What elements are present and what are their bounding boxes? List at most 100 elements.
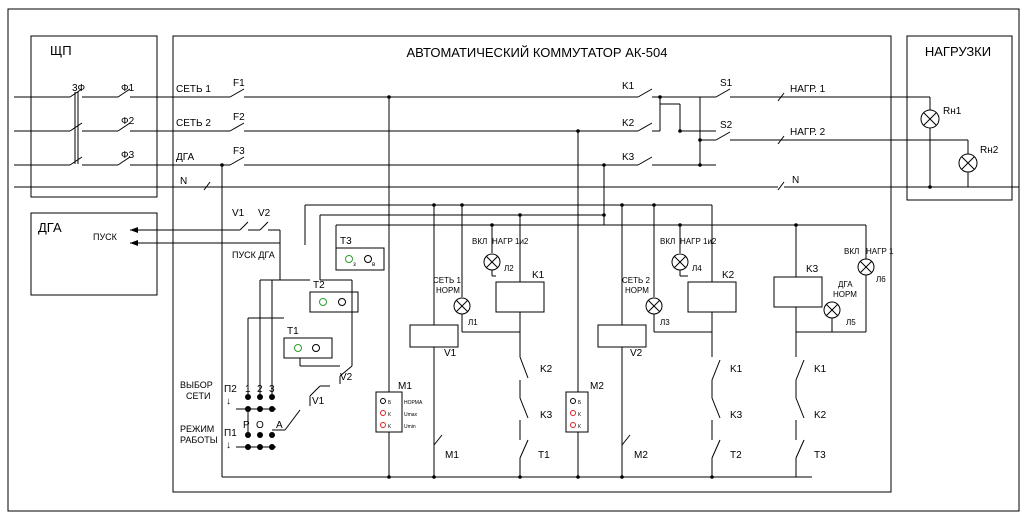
label-m1-umin: Umin: [404, 424, 416, 430]
switch-t3: [795, 439, 812, 478]
label-l2: Л2: [504, 264, 514, 273]
label-v2-top: V2: [258, 208, 271, 219]
label-bot-m1: M1: [445, 450, 459, 461]
line-neutral: [14, 181, 1019, 191]
label-s1: S1: [720, 78, 733, 89]
label-pusk-dga: ПУСК ДГА: [232, 250, 275, 260]
label-v1-top: V1: [232, 208, 245, 219]
outer-frame: [7, 8, 1020, 512]
relay-k3: [773, 276, 823, 357]
label-k1: K1: [622, 81, 635, 92]
lamp-l3: [645, 297, 684, 333]
relay-k1: [495, 281, 545, 357]
label-ct-k3: K3: [540, 410, 553, 421]
label-relay-k2: K2: [722, 270, 735, 281]
label-fuse-f1: F1: [233, 78, 245, 89]
label-m1-k1: К: [388, 412, 391, 418]
switch-t2: [711, 439, 721, 477]
switch-m2: [621, 434, 631, 446]
label-n-left: N: [180, 176, 187, 187]
label-load2: НАГР. 2: [790, 127, 826, 138]
lamp-l6: [820, 258, 875, 333]
relay-k2: [684, 281, 737, 357]
label-t3: T3: [340, 236, 352, 247]
contact-k2-col3: [795, 397, 805, 440]
label-p2-arrow: ↓: [226, 396, 231, 407]
label-p1: П1: [224, 428, 237, 439]
meter-m1: [375, 391, 403, 433]
t1-box: [283, 337, 333, 359]
label-m1-k2: К: [388, 424, 391, 430]
label-k3: K3: [622, 152, 635, 163]
load-rn2: [958, 140, 978, 187]
line-phase-1: [14, 88, 638, 98]
label-t3-v: в: [372, 262, 375, 268]
label-bot-t1: T1: [538, 450, 550, 461]
label-bot-t3: T3: [814, 450, 826, 461]
panel-loads: [906, 35, 1013, 201]
contactor-k-group: [637, 88, 716, 166]
label-fuse-f3: F3: [233, 146, 245, 157]
label-net1: СЕТЬ 1: [176, 84, 211, 95]
label-rezhim: РЕЖИМ: [180, 424, 214, 434]
label-relay-v2: V2: [630, 348, 643, 359]
line-phase-2: [14, 122, 638, 132]
label-seti: СЕТИ: [186, 391, 210, 401]
label-s2: S2: [720, 120, 733, 131]
label-m2-k2: К: [578, 424, 581, 430]
lamp-l4: [671, 253, 689, 277]
label-rn1: Rн1: [943, 106, 962, 117]
label-m2: M2: [590, 381, 604, 392]
label-m1-umax: Umax: [404, 412, 418, 418]
label-mode-a: А: [276, 420, 283, 431]
label-bot-m2: M2: [634, 450, 648, 461]
label-m2-k1: К: [578, 412, 581, 418]
label-dga-norm-b: НОРМ: [833, 290, 857, 299]
label-m2-b: Б: [578, 400, 582, 406]
label-set1-norm-b: НОРМ: [436, 286, 460, 295]
load-rn1: [920, 97, 940, 187]
label-l1: Л1: [468, 318, 478, 327]
label-l6: Л6: [876, 275, 886, 284]
label-t1: T1: [287, 326, 299, 337]
label-raboty: РАБОТЫ: [180, 435, 218, 445]
lamp-l1: [453, 297, 496, 333]
label-mode-o: О: [256, 420, 264, 431]
label-set2-norm-b: НОРМ: [625, 286, 649, 295]
label-nagr-1: НАГР 1: [866, 247, 894, 256]
panel-shp: [30, 35, 158, 198]
pusk-lines: [130, 221, 281, 246]
label-p2: П2: [224, 384, 237, 395]
label-relay-k1: K1: [532, 270, 545, 281]
t2-box: [309, 291, 359, 313]
selector-p2-dots: [236, 394, 276, 412]
label-ct-k1b: K1: [814, 364, 827, 375]
selector-wiring: [247, 243, 353, 431]
switch-s1: [715, 88, 930, 98]
contact-k2-col1: [519, 356, 529, 398]
contact-k1-col2: [711, 359, 721, 398]
label-mode-r: Р: [243, 420, 250, 431]
label-ct-k1a: K1: [730, 364, 743, 375]
label-pos2: 2: [257, 384, 263, 395]
label-ct-k2: K2: [540, 364, 553, 375]
lamp-l5: [823, 301, 841, 332]
label-vkl-2: ВКЛ: [660, 237, 675, 246]
label-relay-k3: K3: [806, 264, 819, 275]
label-fuse-f2: F2: [233, 112, 245, 123]
t3-box: [335, 247, 385, 271]
label-n-right: N: [792, 175, 799, 186]
label-v1-switch: V1: [312, 396, 325, 407]
label-3f: 3Ф: [72, 83, 86, 94]
label-pos3: 3: [269, 384, 275, 395]
label-nagr-1i2-1: НАГР 1и2: [492, 237, 529, 246]
panel-main-title: АВТОМАТИЧЕСКИЙ КОММУТАТОР АК-504: [407, 45, 668, 60]
panel-dga: [30, 212, 158, 296]
label-relay-v1: V1: [444, 348, 457, 359]
label-v2-switch: V2: [340, 372, 353, 383]
label-rn2: Rн2: [980, 145, 999, 156]
label-nagr-1i2-2: НАГР 1и2: [680, 237, 717, 246]
label-set1-norm-a: СЕТЬ 1: [433, 276, 461, 285]
label-t2: T2: [313, 280, 325, 291]
